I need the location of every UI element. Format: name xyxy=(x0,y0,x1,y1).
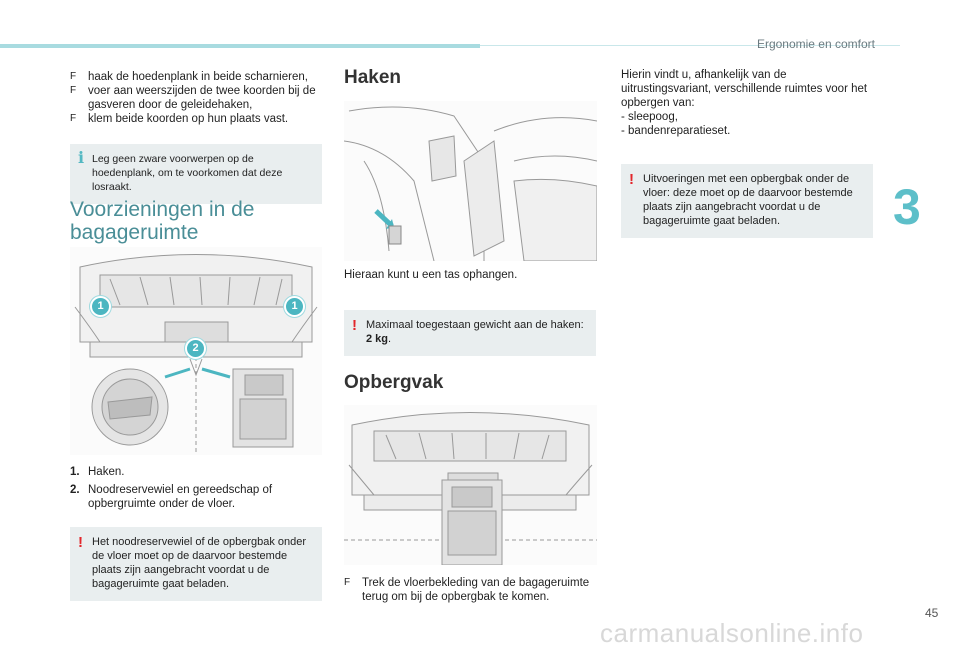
info-box: i Leg geen zware voorwerpen op de hoeden… xyxy=(70,144,322,204)
header-bar xyxy=(0,44,480,48)
haken-title: Haken xyxy=(344,67,402,88)
list-item: 2.Noodreservewiel en gereedschap of opbe… xyxy=(70,484,273,510)
section-title: Voorzieningen in de bagageruimte xyxy=(70,198,255,244)
bullet-icon: F xyxy=(70,71,77,82)
storage-warning-box: ! Uitvoeringen met een opbergbak onder d… xyxy=(621,164,873,238)
watermark: carmanualsonline.info xyxy=(600,618,864,648)
legend-list: 1.Haken. 2.Noodreservewiel en gereedscha… xyxy=(70,465,320,515)
list-item: - bandenreparatieset. xyxy=(621,125,731,137)
storage-warning-text: Uitvoeringen met een opbergbak onder de … xyxy=(643,173,853,227)
bullet-icon: F xyxy=(344,577,351,588)
haken-caption: Hieraan kunt u een tas ophangen. xyxy=(344,269,518,281)
chapter-title: Ergonomie en comfort xyxy=(756,37,875,51)
opbergvak-instruction: F Trek de vloerbekleding van de bagageru… xyxy=(344,577,590,603)
storage-illustration xyxy=(344,412,597,566)
hook-warning-box: ! Maximaal toegestaan gewicht aan de hak… xyxy=(344,310,596,356)
bullet-icon: F xyxy=(70,113,77,124)
list-item: 1.Haken. xyxy=(70,466,125,478)
chapter-number: 3 xyxy=(893,179,921,235)
col3-intro: Hierin vindt u, afhankelijk van de uitru… xyxy=(621,68,871,138)
hook-max-weight: 2 kg xyxy=(366,333,389,345)
hook-warning-text: Maximaal toegestaan gewicht aan de haken… xyxy=(366,319,584,331)
header-line xyxy=(480,45,900,46)
warning-icon: ! xyxy=(78,534,83,551)
list-item: - sleepoog, xyxy=(621,111,678,123)
info-text: Leg geen zware voorwerpen op de hoedenpl… xyxy=(92,153,283,193)
callout-2: 2 xyxy=(185,338,206,359)
storage-figure xyxy=(344,405,597,566)
opbergvak-title: Opbergvak xyxy=(344,372,444,393)
trunk-figure: 1 1 2 xyxy=(70,247,322,455)
callout-1-right: 1 xyxy=(284,296,305,317)
warning-icon: ! xyxy=(352,317,357,334)
page-number: 45 xyxy=(925,606,939,620)
bullet-icon: F xyxy=(70,85,77,96)
warning-text: Het noodreservewiel of de opbergbak onde… xyxy=(92,536,307,590)
info-icon: i xyxy=(78,148,85,167)
warning-icon: ! xyxy=(629,171,634,188)
hook-illustration xyxy=(343,106,598,262)
warning-box: ! Het noodreservewiel of de opbergbak on… xyxy=(70,527,322,601)
hook-figure xyxy=(343,101,598,262)
callout-1-left: 1 xyxy=(90,296,111,317)
